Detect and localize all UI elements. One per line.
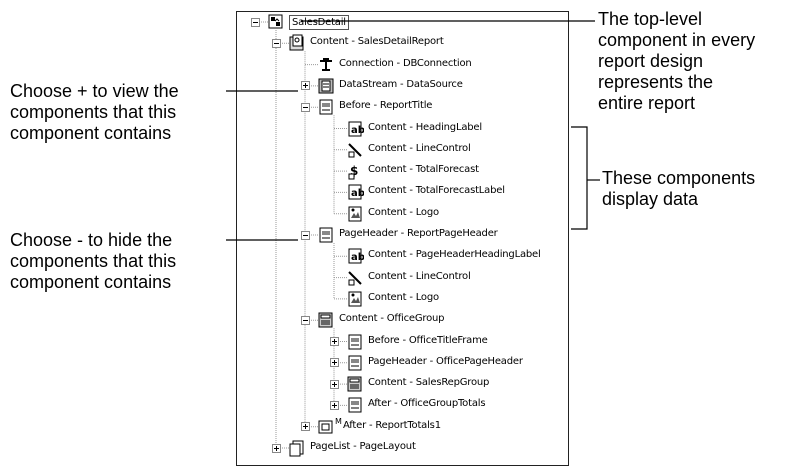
callout-line: display data: [602, 189, 699, 209]
svg-text:ab: ab: [351, 188, 364, 199]
expand-toggle[interactable]: [329, 379, 339, 389]
tree-node-label[interactable]: PageList - PageLayout: [310, 441, 416, 452]
expand-toggle[interactable]: [329, 400, 339, 410]
expand-toggle[interactable]: [300, 422, 310, 432]
tree-node-label[interactable]: Content - SalesDetailReport: [310, 36, 444, 48]
label-icon: ab: [346, 120, 365, 138]
total-forecast-icon: $: [346, 162, 364, 180]
tree-node-label[interactable]: After - ReportTotals1: [343, 419, 441, 431]
tree-node-label[interactable]: DataStream - DataSource: [339, 78, 463, 90]
callout-line: The top-level: [598, 9, 703, 29]
bracket-display-data: [571, 126, 588, 230]
callout-line: components that this: [10, 251, 177, 271]
line-control-icon: [346, 141, 364, 159]
node-badge: M: [335, 416, 342, 426]
frame-icon: [346, 396, 364, 414]
frame-icon: [317, 226, 335, 244]
tree-node-label[interactable]: Content - PageHeaderHeadingLabel: [368, 249, 541, 261]
expand-toggle[interactable]: [329, 337, 339, 346]
callout-top-level: The top-level component in every report …: [598, 9, 755, 114]
callout-line: Choose - to hide the: [10, 230, 173, 250]
connection-icon: [317, 56, 335, 74]
report-root-icon: [267, 13, 285, 31]
expand-toggle[interactable]: [271, 443, 281, 453]
collapse-toggle[interactable]: [300, 102, 310, 112]
collapse-toggle[interactable]: [300, 230, 310, 240]
expand-toggle[interactable]: [329, 358, 339, 368]
svg-text:$: $: [350, 164, 358, 178]
callout-line: components that this: [10, 102, 177, 122]
callout-line: component in every: [598, 30, 756, 50]
expand-toggle[interactable]: [300, 81, 310, 91]
logo-image-icon: [346, 290, 364, 308]
tree-node-label[interactable]: Content - HeadingLabel: [368, 121, 482, 133]
svg-text:ab: ab: [351, 252, 364, 263]
tree-node-label[interactable]: Content - SalesRepGroup: [368, 377, 490, 389]
svg-text:ab: ab: [351, 125, 364, 136]
collapse-toggle[interactable]: [300, 315, 310, 325]
group-icon: [346, 375, 364, 393]
label-icon: ab: [346, 247, 365, 265]
logo-image-icon: [346, 205, 364, 223]
callout-expand: Choose + to view the components that thi…: [10, 81, 179, 144]
collapse-toggle[interactable]: [250, 17, 260, 27]
label-icon: ab: [346, 183, 365, 201]
callout-display-data: These components display data: [602, 168, 755, 210]
tree-node-label[interactable]: Content - LineControl: [368, 270, 471, 282]
tree-node-label[interactable]: Content - TotalForecastLabel: [368, 185, 505, 197]
tree-node-label[interactable]: Content - TotalForecast: [368, 164, 479, 176]
tree-node-label[interactable]: PageHeader - OfficePageHeader: [368, 355, 523, 367]
tree-node-label[interactable]: Before - OfficeTitleFrame: [368, 334, 488, 346]
tree-node-label[interactable]: Content - LineControl: [368, 142, 471, 154]
callout-line: component contains: [10, 272, 172, 292]
callout-line: Choose + to view the: [10, 81, 179, 101]
tree-node-label[interactable]: Before - ReportTitle: [339, 100, 433, 112]
report-totals-icon: [317, 418, 335, 436]
callout-collapse: Choose - to hide the components that thi…: [10, 230, 176, 293]
line-control-icon: [346, 269, 364, 287]
tree-node-label[interactable]: Content - Logo: [368, 291, 439, 303]
tree-node-label[interactable]: Connection - DBConnection: [339, 57, 472, 69]
collapse-toggle[interactable]: [271, 38, 281, 48]
callout-line: These components: [602, 168, 756, 188]
callout-line: entire report: [598, 93, 696, 113]
frame-icon: [346, 354, 364, 372]
root-node-label[interactable]: SalesDetail: [289, 15, 349, 30]
datastream-icon: [317, 77, 335, 95]
callout-line: component contains: [10, 123, 172, 143]
frame-icon: [346, 333, 364, 351]
tree-node-label[interactable]: PageHeader - ReportPageHeader: [339, 228, 498, 239]
page-list-icon: [288, 439, 306, 457]
callout-line: report design: [598, 51, 704, 71]
report-section-icon: [288, 34, 306, 52]
callout-line: represents the: [598, 72, 714, 92]
tree-node-label[interactable]: Content - OfficeGroup: [339, 313, 445, 325]
group-icon: [317, 311, 335, 329]
tree-node-label[interactable]: Content - Logo: [368, 206, 439, 218]
tree-node-label[interactable]: After - OfficeGroupTotals: [368, 398, 486, 410]
frame-icon: [317, 98, 335, 116]
